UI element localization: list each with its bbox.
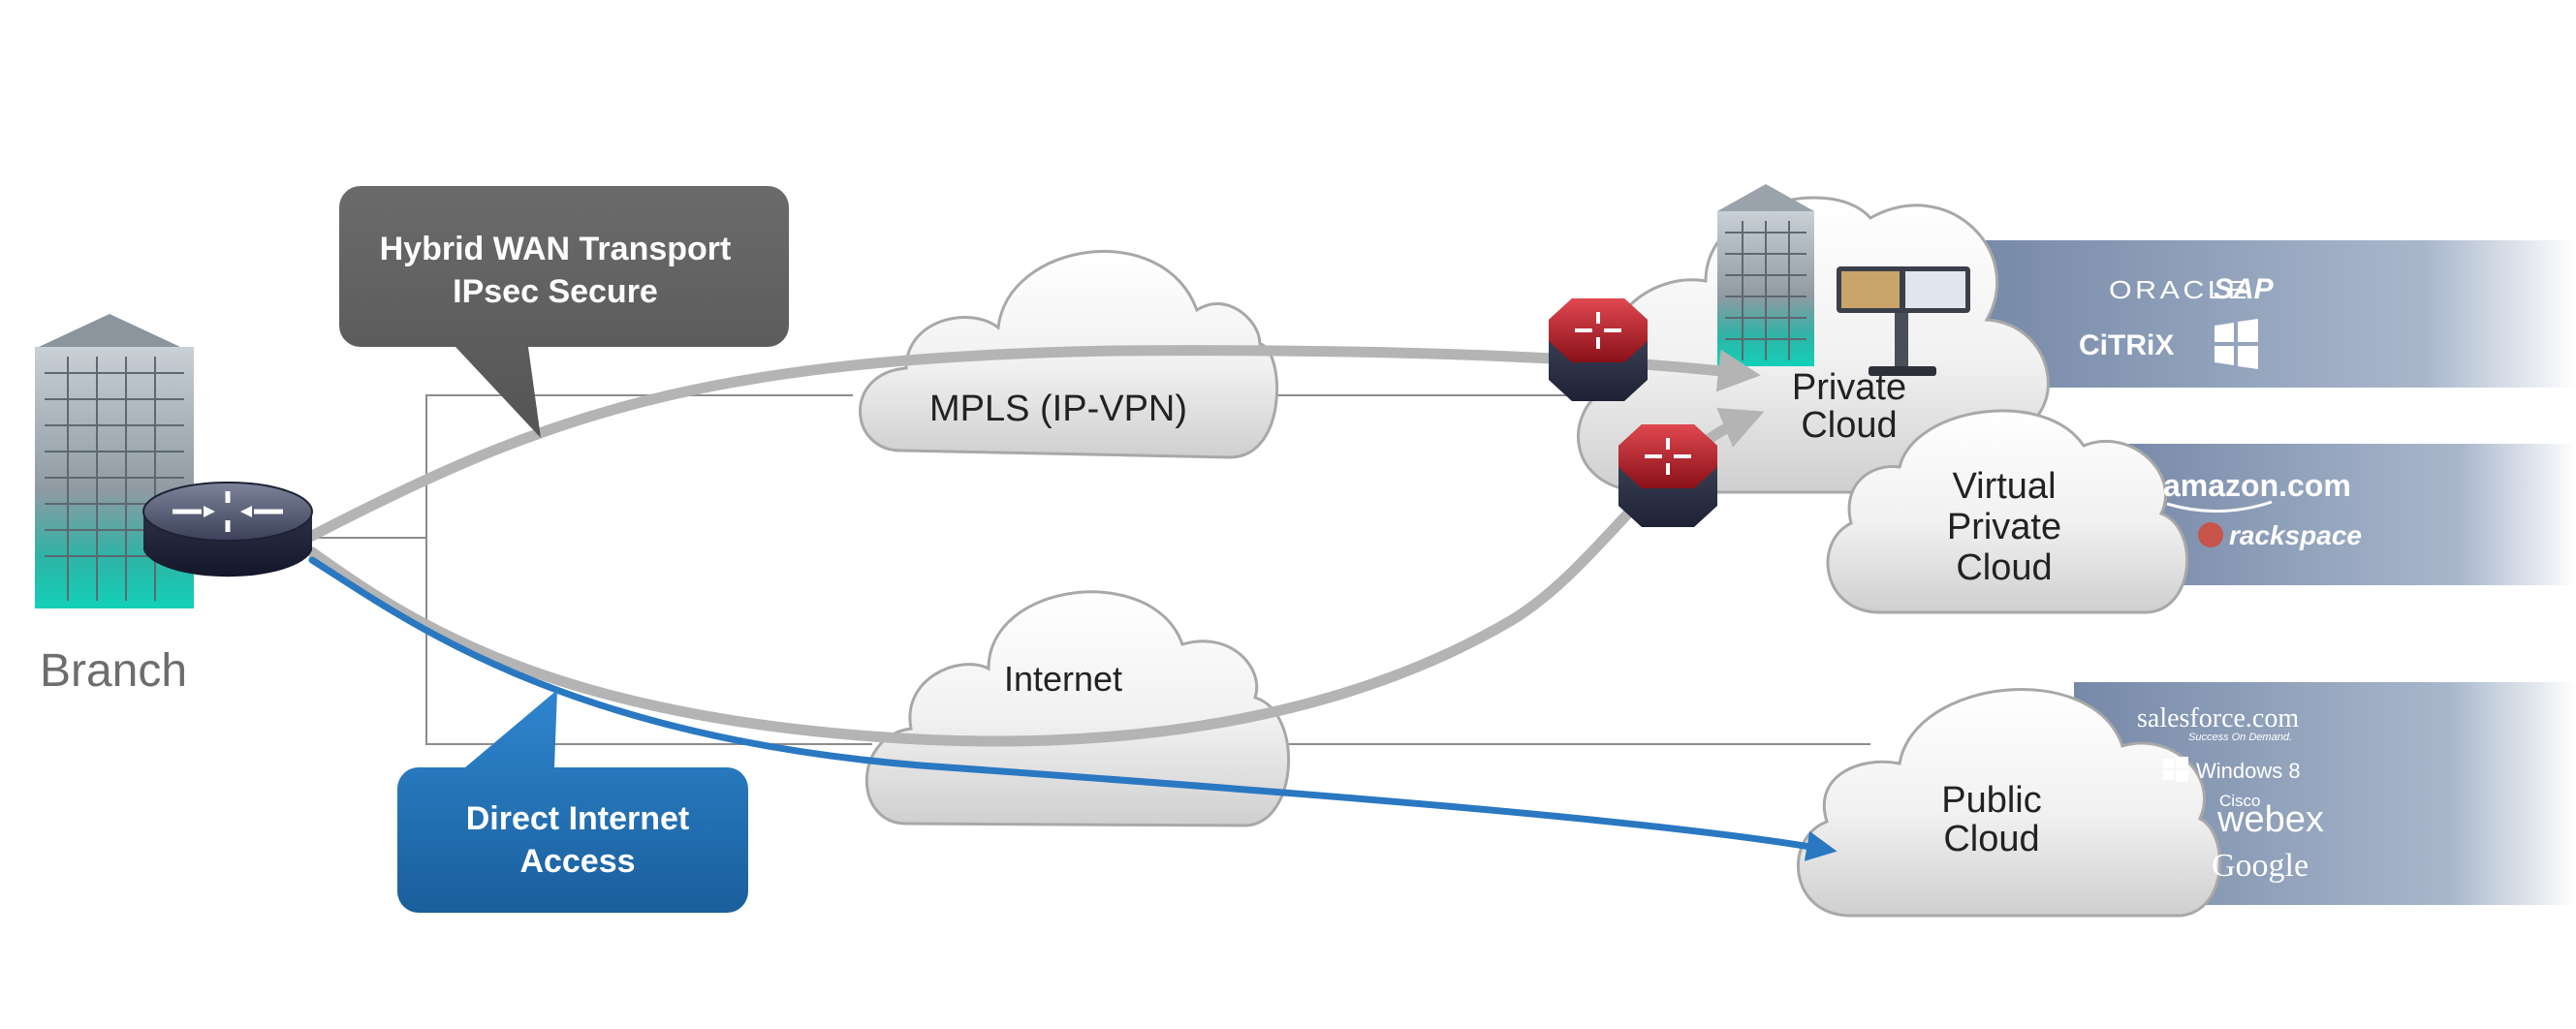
virtual-cloud-providers: amazon.com rackspace: [2163, 468, 2362, 550]
virtual-private-cloud-line2: Private: [1947, 507, 2061, 547]
google-logo: Google: [2212, 848, 2309, 884]
amazon-smile-icon: [2166, 500, 2273, 514]
direct-internet-callout: Direct Internet Access: [397, 690, 748, 913]
windows8-logo: Windows 8: [2196, 759, 2301, 783]
private-cloud-providers: ORACLE SAP CiTRiX: [2079, 273, 2275, 369]
rackspace-logo: rackspace: [2229, 520, 2362, 550]
private-cloud-line1: Private: [1792, 367, 1906, 408]
virtual-cloud-provider-band: [2113, 444, 2576, 585]
windows-logo-icon: [2215, 319, 2258, 369]
direct-internet-callout-line1: Direct Internet: [466, 800, 690, 837]
webex-logo: webex: [2216, 799, 2324, 840]
cisco-label: Cisco: [2219, 792, 2261, 810]
datacenter-building-icon: [1717, 184, 1814, 366]
rackspace-icon: [2198, 522, 2223, 547]
oracle-logo: ORACLE: [2109, 275, 2250, 304]
direct-internet-callout-line2: Access: [519, 843, 635, 880]
hybrid-wan-callout-line1: Hybrid WAN Transport: [380, 231, 732, 267]
citrix-logo: CiTRiX: [2079, 329, 2174, 361]
wan-frame: [310, 394, 1870, 745]
red-router-icon-upper: [1549, 298, 1648, 401]
branch-label: Branch: [40, 645, 187, 697]
mpls-cloud-label: MPLS (IP-VPN): [929, 389, 1187, 429]
virtual-private-cloud: Virtual Private Cloud: [1826, 409, 2189, 614]
public-cloud-line1: Public: [1941, 780, 2042, 821]
private-cloud-provider-band: [1977, 240, 2576, 388]
virtual-private-cloud-line1: Virtual: [1952, 466, 2056, 507]
internet-vpn-path: [306, 408, 1765, 747]
public-cloud-providers: salesforce.com Success On Demand. Window…: [2137, 703, 2324, 884]
red-router-icon-lower: [1618, 424, 1717, 527]
salesforce-logo: salesforce.com: [2137, 703, 2299, 733]
private-cloud-line2: Cloud: [1801, 405, 1897, 446]
branch-router-icon: [142, 482, 313, 577]
direct-internet-path: [308, 556, 1838, 861]
virtual-private-cloud-line3: Cloud: [1956, 547, 2052, 588]
hybrid-wan-callout-line2: IPsec Secure: [453, 273, 658, 310]
hybrid-wan-callout: Hybrid WAN Transport IPsec Secure: [339, 186, 789, 438]
public-cloud-line2: Cloud: [1943, 819, 2039, 859]
sap-logo: SAP: [2214, 273, 2275, 305]
internet-cloud-label: Internet: [1004, 659, 1122, 699]
public-cloud: Public Cloud: [1796, 687, 2221, 918]
amazon-logo: amazon.com: [2163, 468, 2351, 503]
telepresence-icon: [1837, 266, 1970, 376]
salesforce-tagline: Success On Demand.: [2188, 732, 2292, 743]
windows8-logo-icon: [2163, 757, 2188, 782]
